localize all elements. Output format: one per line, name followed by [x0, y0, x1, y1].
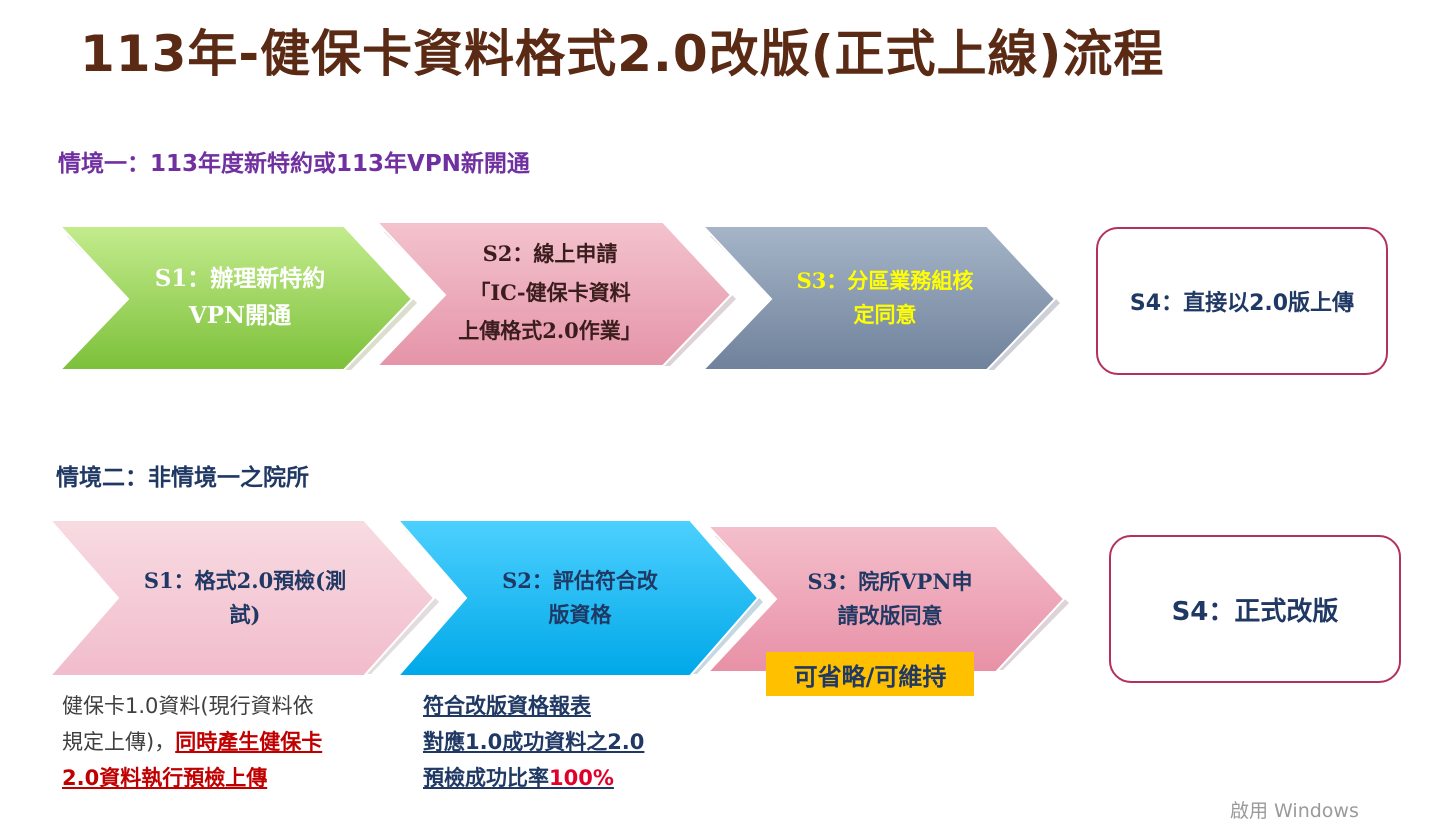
note2-line1: 符合改版資格報表 — [423, 694, 591, 718]
scenario1-final-box: S4：直接以2.0版上傳 — [1096, 227, 1388, 375]
scenario2-label: 情境二：非情境一之院所 — [56, 465, 309, 491]
scenario2-step1-chevron — [47, 519, 439, 677]
scenario1-label: 情境一：113年度新特約或113年VPN新開通 — [58, 151, 530, 177]
scenario2-step2-note: 符合改版資格報表 對應1.0成功資料之2.0 預檢成功比率100% — [423, 688, 644, 796]
scenario1-step1-chevron — [57, 225, 417, 371]
scenario2-step1-line1: S1：格式2.0預檢(測 — [143, 568, 347, 594]
scenario1-step3-chevron — [700, 225, 1060, 371]
note2-line3-plain: 預檢成功比率 — [423, 766, 549, 790]
note1-line3-emphasis: 2.0資料執行預檢上傳 — [62, 766, 268, 790]
note1-line1: 健保卡1.0資料(現行資料依 — [62, 694, 314, 718]
windows-activation-watermark: 啟用 Windows — [1230, 800, 1359, 822]
scenario1-step2-line2: 「IC-健保卡資料 — [469, 279, 631, 305]
scenario2-step3-line2: 請改版同意 — [837, 603, 943, 628]
scenario2-step1-text: S1：格式2.0預檢(測 試) — [115, 550, 375, 646]
scenario2-step1-line2: 試) — [229, 602, 261, 627]
note1-line2-emphasis: 同時產生健保卡 — [175, 730, 323, 754]
optional-badge: 可省略/可維持 — [766, 652, 974, 696]
scenario1-step2-text: S2：線上申請 「IC-健保卡資料 上傳格式2.0作業」 — [430, 232, 670, 354]
scenario2-final-box: S4：正式改版 — [1109, 535, 1401, 683]
note1-line2: 規定上傳)，同時產生健保卡 — [62, 724, 322, 760]
scenario2-step3-line1: S3：院所VPN申 — [807, 569, 973, 595]
scenario2-step2-line2: 版資格 — [548, 602, 612, 627]
scenario2-step3-text: S3：院所VPN申 請改版同意 — [770, 551, 1010, 647]
scenario1-step1-text: S1：辦理新特約 VPN開通 — [120, 250, 360, 346]
scenario2-step1-note: 健保卡1.0資料(現行資料依 規定上傳)，同時產生健保卡 2.0資料執行預檢上傳 — [62, 688, 322, 796]
note2-line3: 預檢成功比率100% — [423, 760, 644, 796]
scenario1-step1-line2: VPN開通 — [188, 302, 292, 329]
scenario2-step3-chevron — [705, 525, 1069, 673]
scenario2-step2-chevron — [395, 519, 763, 677]
scenario1-step2-line1: S2：線上申請 — [482, 240, 618, 266]
scenario2-step2-line1: S2：評估符合改 — [502, 568, 658, 594]
page-title: 113年-健保卡資料格式2.0改版(正式上線)流程 — [80, 25, 1165, 83]
scenario1-step3-line2: 定同意 — [853, 302, 917, 327]
scenario1-step3-line1: S3：分區業務組核 — [796, 268, 974, 294]
scenario1-step3-text: S3：分區業務組核 定同意 — [765, 250, 1005, 346]
scenario1-step1-line1: S1：辦理新特約 — [154, 265, 326, 293]
note1-line2-plain: 規定上傳)， — [62, 730, 176, 754]
scenario1-step2-line3: 上傳格式2.0作業」 — [458, 318, 642, 344]
scenario2-step2-text: S2：評估符合改 版資格 — [460, 550, 700, 646]
scenario1-step2-chevron — [374, 221, 736, 367]
note2-line2: 對應1.0成功資料之2.0 — [423, 730, 645, 754]
note2-line3-emphasis: 100% — [549, 766, 614, 790]
